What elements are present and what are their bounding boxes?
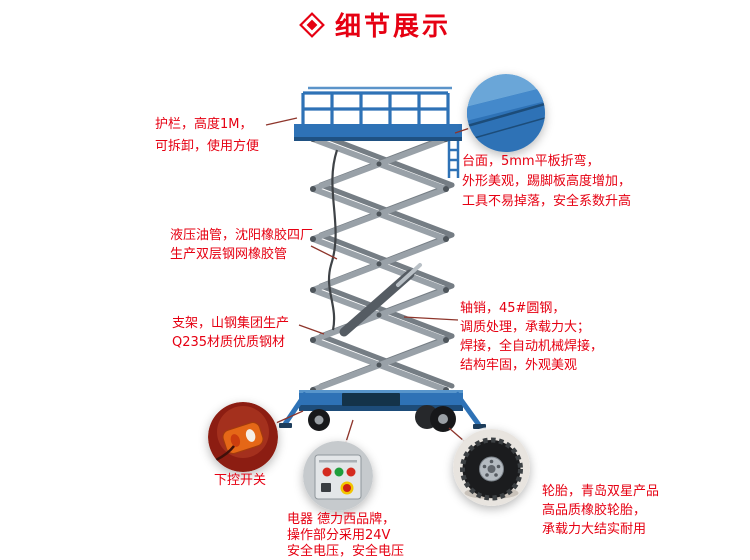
annotation-line: 台面，5mm平板折弯， xyxy=(462,154,600,169)
annotation-platform: 台面，5mm平板折弯， 外形美观，踢脚板高度增加， 工具不易掉落，安全系数升高 xyxy=(462,152,631,212)
annotation-support-frame: 支架，山钢集团生产 Q235材质优质钢材 xyxy=(172,314,289,352)
annotation-line: 可拆卸，使用方便 xyxy=(155,139,260,154)
annotation-line: 操作部分采用24V xyxy=(287,528,391,543)
electrical-box-callout xyxy=(303,441,373,511)
annotation-line: 承载力大结实耐用 xyxy=(542,522,647,537)
annotation-line: 轴销，45#圆钢， xyxy=(460,301,566,316)
page-title: 细节展示 xyxy=(334,12,451,42)
hydraulic-cylinder xyxy=(339,263,422,337)
annotation-electrical: 电器 德力西品牌， 操作部分采用24V 安全电压，安全电压 xyxy=(287,512,404,560)
annotation-guardrail: 护栏，高度1M， 可拆卸，使用方便 xyxy=(155,114,259,158)
annotation-line: 调质处理，承载力大； xyxy=(460,320,591,335)
annotation-lower-control: 下控开关 xyxy=(214,471,266,490)
electrical-box-image xyxy=(303,441,373,511)
platform-detail-image xyxy=(467,74,545,152)
annotation-axle-pin: 轴销，45#圆钢， 调质处理，承载力大； 焊接，全自动机械焊接， 结构牢固，外观… xyxy=(460,299,603,375)
annotation-connector-lines xyxy=(265,117,471,443)
annotation-line: 结构牢固，外观美观 xyxy=(460,358,578,373)
platform-deck xyxy=(294,124,462,141)
annotation-line: 高品质橡胶轮胎， xyxy=(542,503,647,518)
tire-image xyxy=(453,429,530,506)
annotation-line: 焊接，全自动机械焊接， xyxy=(460,339,604,354)
annotation-line: 生产双层钢网橡胶管 xyxy=(170,247,288,262)
platform-detail-callout xyxy=(467,74,545,152)
annotation-line: 电器 德力西品牌， xyxy=(287,512,396,527)
annotation-tires: 轮胎，青岛双星产品 高品质橡胶轮胎， 承载力大结实耐用 xyxy=(542,482,659,539)
annotation-line: 护栏，高度1M， xyxy=(155,117,253,132)
annotation-line: 下控开关 xyxy=(214,473,267,488)
annotation-line: 支架，山钢集团生产 xyxy=(172,316,290,331)
remote-control-callout xyxy=(208,402,278,472)
annotation-line: 轮胎，青岛双星产品 xyxy=(542,484,660,499)
tire-callout xyxy=(453,429,530,506)
annotation-line: Q235材质优质钢材 xyxy=(172,335,286,350)
diamond-icon xyxy=(299,11,325,38)
wheels xyxy=(308,405,456,432)
guardrail xyxy=(301,86,452,125)
annotation-line: 外形美观，踢脚板高度增加， xyxy=(462,174,632,189)
remote-control-image xyxy=(208,402,278,472)
annotation-line: 工具不易掉落，安全系数升高 xyxy=(462,194,632,209)
annotation-line: 安全电压，安全电压 xyxy=(287,544,405,559)
side-ladder xyxy=(447,141,460,178)
annotation-line: 液压油管，沈阳橡胶四厂 xyxy=(170,228,314,243)
hydraulic-hose xyxy=(327,149,339,331)
annotation-hydraulic-pipe: 液压油管，沈阳橡胶四厂 生产双层钢网橡胶管 xyxy=(170,226,313,264)
header: 细节展示 xyxy=(0,6,750,43)
base-chassis xyxy=(279,390,486,429)
